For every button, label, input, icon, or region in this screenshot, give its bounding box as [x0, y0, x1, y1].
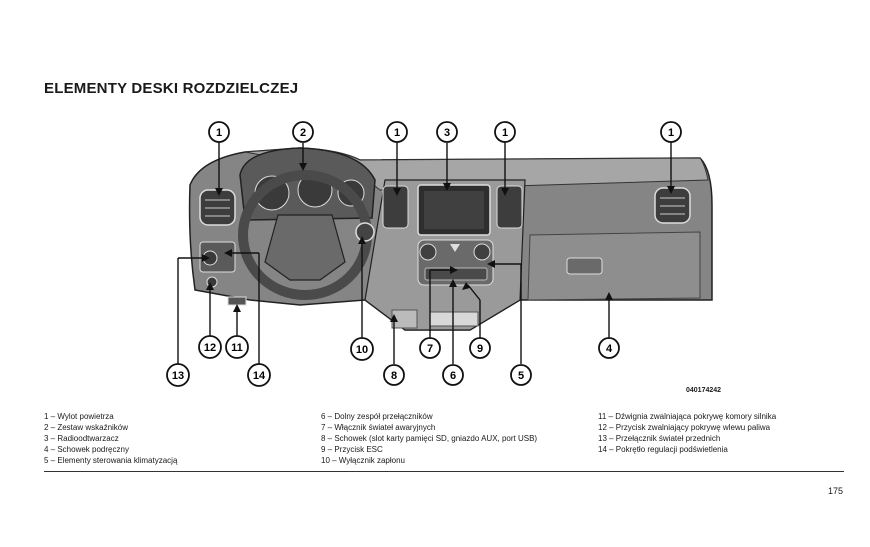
callout-label: 1 [502, 127, 508, 139]
legend-item: 1 – Wylot powietrza [44, 411, 177, 422]
callout-label: 1 [394, 127, 400, 139]
callout-label: 8 [391, 370, 397, 382]
legend-item: 2 – Zestaw wskaźników [44, 422, 177, 433]
callout-label: 2 [300, 127, 306, 139]
callout-label: 11 [231, 342, 243, 354]
callout-label: 12 [204, 342, 216, 354]
legend-item: 14 – Pokrętło regulacji podświetlenia [598, 444, 776, 455]
center-vent-right [497, 186, 522, 228]
legend-item: 13 – Przełącznik świateł przednich [598, 433, 776, 444]
callout-label: 13 [172, 370, 184, 382]
legend-item: 12 – Przycisk zwalniający pokrywę wlewu … [598, 422, 776, 433]
callout-label: 10 [356, 344, 368, 356]
legend-item: 8 – Schowek (slot karty pamięci SD, gnia… [321, 433, 537, 444]
callout-7: 7 [420, 338, 440, 358]
callout-12: 12 [199, 336, 221, 358]
callout-1: 1 [661, 122, 681, 142]
callout-8: 8 [384, 365, 404, 385]
callout-11: 11 [226, 336, 248, 358]
legend-item: 6 – Dolny zespół przełączników [321, 411, 537, 422]
callout-6: 6 [443, 365, 463, 385]
callout-label: 5 [518, 370, 524, 382]
callout-3: 3 [437, 122, 457, 142]
legend-column-3: 11 – Dźwignia zwalniająca pokrywę komory… [598, 411, 776, 455]
dashboard-illustration: 1 2 1 3 1 1 13 12 11 14 10 8 7 6 9 5 4 [0, 0, 870, 400]
callout-label: 7 [427, 343, 433, 355]
callout-label: 4 [606, 343, 613, 355]
callout-1: 1 [387, 122, 407, 142]
callout-1: 1 [495, 122, 515, 142]
callout-4: 4 [599, 338, 619, 358]
legend-item: 3 – Radioodtwarzacz [44, 433, 177, 444]
callout-10: 10 [351, 338, 373, 360]
legend-item: 4 – Schowek podręczny [44, 444, 177, 455]
callout-label: 9 [477, 343, 483, 355]
page-number: 175 [828, 486, 843, 496]
legend-item: 11 – Dźwignia zwalniająca pokrywę komory… [598, 411, 776, 422]
ignition-button [356, 223, 374, 241]
callout-1: 1 [209, 122, 229, 142]
legend-item: 5 – Elementy sterowania klimatyzacją [44, 455, 177, 466]
callout-13: 13 [167, 364, 189, 386]
legend-item: 9 – Przycisk ESC [321, 444, 537, 455]
footer-rule [44, 471, 844, 472]
callout-label: 1 [216, 127, 222, 139]
glovebox [528, 232, 700, 300]
figure-code: 040174242 [686, 387, 721, 394]
callout-2: 2 [293, 122, 313, 142]
callout-label: 1 [668, 127, 674, 139]
legend-column-1: 1 – Wylot powietrza 2 – Zestaw wskaźnikó… [44, 411, 177, 466]
callout-9: 9 [470, 338, 490, 358]
callout-label: 3 [444, 127, 450, 139]
callout-14: 14 [248, 364, 270, 386]
callout-label: 6 [450, 370, 456, 382]
legend-column-2: 6 – Dolny zespół przełączników 7 – Włącz… [321, 411, 537, 466]
legend-item: 10 – Wyłącznik zapłonu [321, 455, 537, 466]
legend-item: 7 – Włącznik świateł awaryjnych [321, 422, 537, 433]
glovebox-handle [567, 258, 602, 274]
callout-label: 14 [253, 370, 266, 382]
callout-5: 5 [511, 365, 531, 385]
